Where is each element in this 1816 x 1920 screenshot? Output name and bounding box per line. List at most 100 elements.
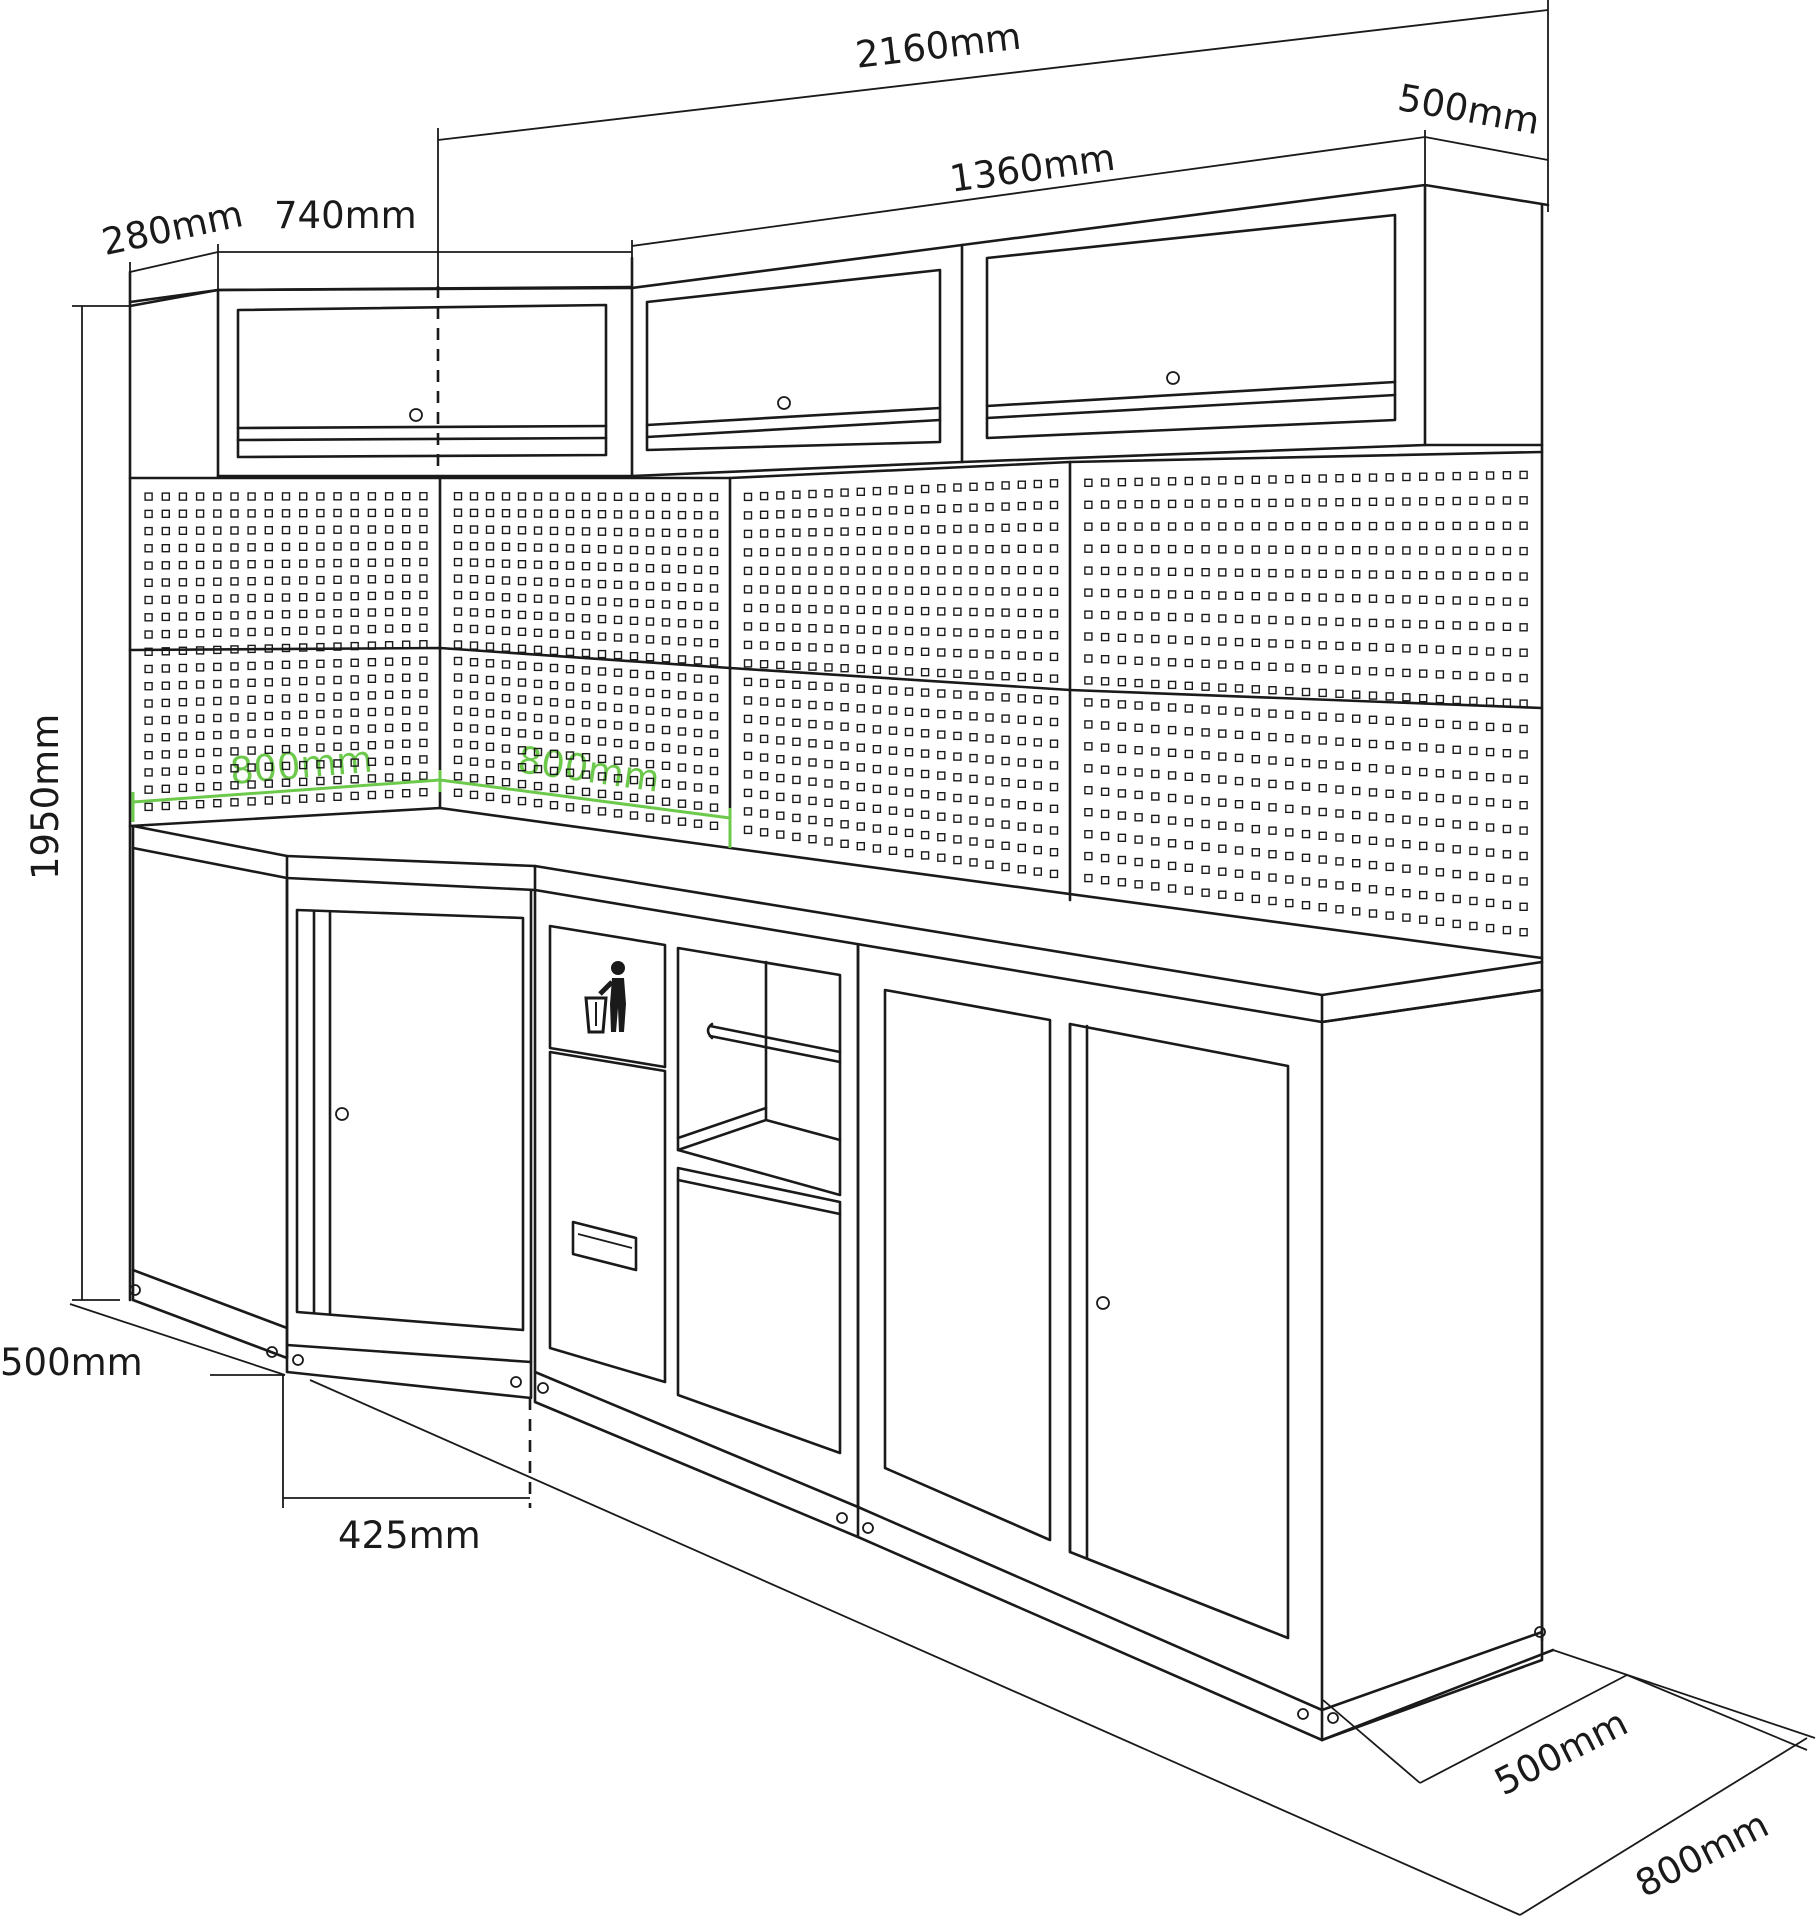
- peg-hole: [299, 643, 308, 652]
- peg-hole: [645, 528, 655, 537]
- peg-hole: [1151, 522, 1160, 531]
- peg-hole: [1402, 742, 1411, 751]
- peg-hole: [1049, 848, 1059, 857]
- peg-hole: [969, 753, 978, 763]
- peg-hole: [517, 593, 527, 603]
- peg-hole: [969, 670, 978, 679]
- peg-hole: [1167, 680, 1177, 690]
- peg-hole: [824, 547, 833, 556]
- peg-hole: [581, 614, 591, 623]
- corner-cabinet-door[interactable]: [295, 908, 525, 1332]
- peg-hole: [759, 772, 769, 781]
- peg-hole: [144, 647, 153, 656]
- peg-hole: [1469, 696, 1478, 706]
- peg-hole: [840, 527, 849, 536]
- peg-hole: [565, 716, 575, 726]
- peg-hole: [384, 574, 394, 584]
- peg-hole: [1117, 589, 1127, 598]
- peg-hole: [743, 622, 753, 631]
- peg-hole: [1502, 723, 1512, 733]
- lower-drawer[interactable]: [676, 1166, 842, 1455]
- peg-hole: [581, 700, 591, 710]
- peg-hole: [792, 832, 801, 842]
- wall-cabinet-middle-door[interactable]: [645, 268, 942, 452]
- peg-hole: [1084, 566, 1093, 575]
- right-cabinet-right-door[interactable]: [1068, 1022, 1290, 1640]
- peg-hole: [1167, 884, 1177, 893]
- peg-hole: [316, 659, 325, 668]
- peg-hole: [1519, 597, 1528, 607]
- peg-hole: [792, 566, 801, 575]
- peg-hole: [333, 558, 342, 568]
- peg-hole: [1017, 523, 1026, 532]
- peg-hole: [824, 489, 833, 498]
- right-cabinet-left-door[interactable]: [883, 988, 1052, 1542]
- peg-hole: [501, 542, 511, 551]
- peg-hole: [1402, 693, 1411, 702]
- peg-hole: [1385, 765, 1394, 774]
- peg-hole: [808, 700, 817, 710]
- peg-hole: [485, 525, 495, 534]
- lock-icon: [409, 408, 423, 422]
- peg-hole: [1452, 521, 1461, 531]
- peg-hole: [565, 803, 575, 812]
- peg-hole: [453, 656, 463, 666]
- peg-hole: [693, 638, 703, 647]
- peg-hole: [549, 561, 559, 570]
- peg-hole: [1001, 778, 1010, 787]
- peg-hole: [1285, 663, 1294, 672]
- peg-hole: [1485, 622, 1495, 631]
- peg-hole: [920, 586, 930, 595]
- peg-hole: [402, 492, 411, 501]
- peg-hole: [533, 628, 543, 637]
- peg-hole: [247, 678, 256, 687]
- wall-cabinet-right-door[interactable]: [985, 213, 1397, 440]
- peg-hole: [1519, 470, 1528, 480]
- peg-hole: [469, 740, 479, 750]
- peg-hole: [661, 689, 671, 699]
- peg-hole: [178, 492, 188, 501]
- peg-hole: [178, 680, 188, 690]
- peg-hole: [985, 524, 994, 533]
- peg-hole: [840, 605, 849, 614]
- peg-hole: [1017, 694, 1026, 703]
- peg-hole: [1402, 668, 1411, 678]
- peg-hole: [517, 560, 527, 569]
- peg-hole: [178, 766, 188, 775]
- peg-hole: [1184, 522, 1194, 531]
- peg-hole: [402, 772, 411, 781]
- peg-hole: [195, 612, 205, 621]
- peg-hole: [1001, 756, 1010, 766]
- peg-hole: [419, 738, 428, 748]
- peg-hole: [969, 712, 978, 721]
- peg-hole: [1184, 476, 1194, 486]
- peg-hole: [709, 730, 719, 739]
- peg-hole: [1218, 775, 1227, 784]
- peg-hole: [1469, 821, 1478, 831]
- peg-hole: [1418, 546, 1428, 555]
- peg-hole: [920, 545, 930, 555]
- waste-bin-drawer[interactable]: [548, 1050, 667, 1384]
- peg-hole: [1167, 839, 1177, 848]
- peg-hole: [1184, 863, 1194, 872]
- peg-hole: [1218, 591, 1227, 600]
- peg-hole: [384, 492, 394, 501]
- peg-hole: [517, 695, 527, 704]
- peg-hole: [1151, 634, 1160, 644]
- peg-hole: [1268, 732, 1277, 742]
- wall-cabinet-corner-door[interactable]: [236, 303, 608, 459]
- peg-hole: [1184, 658, 1194, 668]
- peg-hole: [1117, 700, 1127, 709]
- peg-hole: [281, 610, 291, 619]
- peg-hole: [1368, 497, 1378, 506]
- peg-hole: [1151, 544, 1160, 554]
- peg-hole: [888, 826, 898, 835]
- peg-hole: [367, 525, 377, 534]
- peg-hole: [1251, 615, 1261, 624]
- peg-hole: [953, 752, 962, 761]
- peg-hole: [1033, 587, 1043, 596]
- peg-hole: [1418, 743, 1428, 752]
- peg-hole: [937, 627, 946, 637]
- peg-hole: [888, 846, 898, 855]
